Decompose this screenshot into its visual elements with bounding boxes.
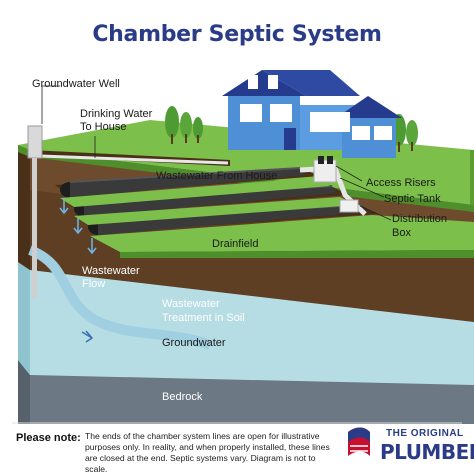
- groundwater-layer: [18, 262, 474, 385]
- flow-arrow-1: [59, 198, 69, 215]
- septic-tank: [313, 159, 337, 183]
- label-drinking-water-line1: Drinking Water: [80, 108, 153, 120]
- label-drinking-water-line2: To House: [80, 121, 127, 133]
- leader-risers: [335, 165, 363, 182]
- label-wastewater-flow-line1: Wastewater: [82, 265, 140, 277]
- label-bedrock: Bedrock: [162, 391, 203, 403]
- distribution-box: [339, 199, 359, 213]
- tree-group-left: [165, 106, 203, 144]
- groundwater-flow-stream: [27, 245, 212, 350]
- drinking-water-pipe: [39, 154, 229, 165]
- label-groundwater: Groundwater: [162, 337, 226, 349]
- page-title: Chamber Septic System: [92, 22, 382, 47]
- flow-arrow-3: [87, 238, 97, 255]
- grass-strip-2: [74, 197, 356, 225]
- chamber-1: [60, 167, 305, 198]
- label-treatment-line2: Treatment in Soil: [162, 312, 245, 324]
- label-septic-tank: Septic Tank: [384, 193, 441, 205]
- flow-arrow-2: [73, 218, 83, 235]
- label-groundwater-well: Groundwater Well: [32, 78, 120, 90]
- leader-well: [41, 85, 60, 124]
- brand-line2: PLUMBER: [380, 440, 474, 464]
- groundwater-side: [18, 262, 30, 375]
- well-casing: [32, 158, 37, 298]
- label-wastewater-from-house: Wastewater From House: [156, 170, 278, 182]
- flow-arrow-4: [81, 330, 94, 343]
- access-riser-2: [327, 156, 333, 164]
- note-heading: Please note:: [16, 432, 81, 444]
- grass-strip-1: [60, 178, 330, 207]
- label-wastewater-flow-line2: Flow: [82, 278, 106, 290]
- leader-tank: [339, 177, 385, 198]
- label-distribution-box-line2: Box: [392, 227, 411, 239]
- leader-dbox: [359, 205, 392, 221]
- note-body: The ends of the chamber system lines are…: [85, 431, 330, 474]
- label-drainfield: Drainfield: [212, 238, 259, 250]
- access-riser-1: [318, 156, 324, 164]
- house: [222, 70, 402, 158]
- brand-line1: THE ORIGINAL: [386, 428, 464, 439]
- well-head: [27, 125, 43, 159]
- soil-side: [18, 145, 30, 270]
- label-access-risers: Access Risers: [366, 177, 436, 189]
- label-distribution-box-line1: Distribution: [392, 213, 448, 225]
- grass-strip-3: [90, 215, 474, 252]
- brand-flag-logo: [348, 427, 370, 456]
- label-treatment-line1: Wastewater: [162, 298, 220, 310]
- grass-edge: [470, 150, 474, 208]
- grass-strip-edge: [120, 250, 474, 258]
